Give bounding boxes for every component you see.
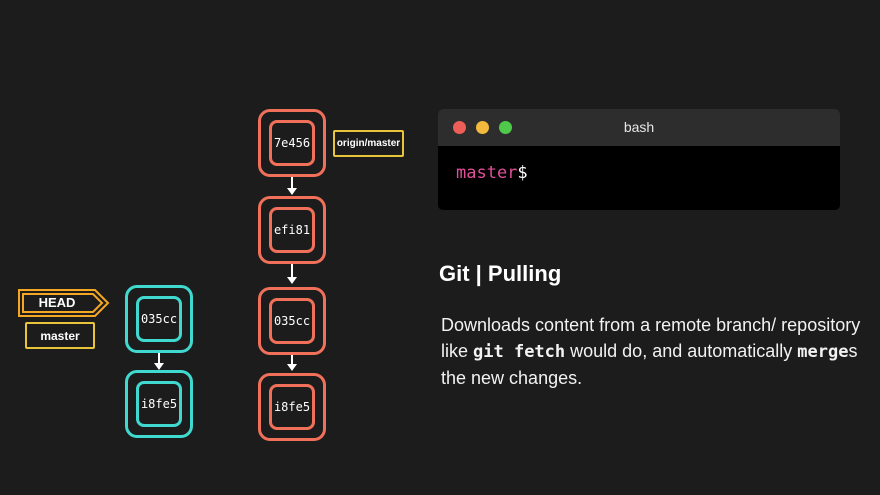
remote-commit-7e456: 7e456	[258, 109, 326, 177]
commit-hash: 035cc	[136, 296, 182, 342]
description-text: Downloads content from a remote branch/ …	[441, 315, 861, 361]
arrow	[287, 355, 297, 371]
arrow	[287, 264, 297, 284]
remote-commit-035cc: 035cc	[258, 287, 326, 355]
commit-hash: 035cc	[269, 298, 315, 344]
remote-commit-efi81: efi81	[258, 196, 326, 264]
code-git-fetch: git fetch	[473, 342, 566, 362]
minimize-dot-icon[interactable]	[476, 121, 489, 134]
commit-hash: i8fe5	[269, 384, 315, 430]
slide-heading: Git | Pulling	[439, 261, 562, 286]
terminal-title: bash	[623, 119, 655, 135]
description: Downloads content from a remote branch/ …	[441, 312, 861, 391]
remote-commit-i8fe5: i8fe5	[258, 373, 326, 441]
origin-master-label: origin/master	[333, 130, 404, 157]
prompt-branch: master	[456, 163, 518, 183]
local-commit-i8fe5: i8fe5	[125, 370, 193, 438]
master-branch-label: master	[25, 322, 95, 349]
terminal-window: bash master$	[438, 109, 840, 210]
code-merge: merge	[797, 342, 849, 362]
arrow	[287, 177, 297, 195]
arrow	[154, 353, 164, 370]
head-label: HEAD	[38, 295, 76, 310]
description-text: s the new changes.	[441, 341, 858, 388]
close-dot-icon[interactable]	[453, 121, 466, 134]
commit-hash: 7e456	[269, 120, 315, 166]
terminal-titlebar: bash	[438, 109, 840, 146]
maximize-dot-icon[interactable]	[499, 121, 512, 134]
prompt-symbol: $	[517, 163, 528, 183]
description-text: would do, and automatically	[565, 341, 798, 361]
commit-hash: i8fe5	[136, 381, 182, 427]
head-pointer-icon	[18, 289, 110, 317]
local-commit-035cc: 035cc	[125, 285, 193, 353]
commit-hash: efi81	[269, 207, 315, 253]
terminal-body[interactable]: master$	[438, 146, 840, 183]
